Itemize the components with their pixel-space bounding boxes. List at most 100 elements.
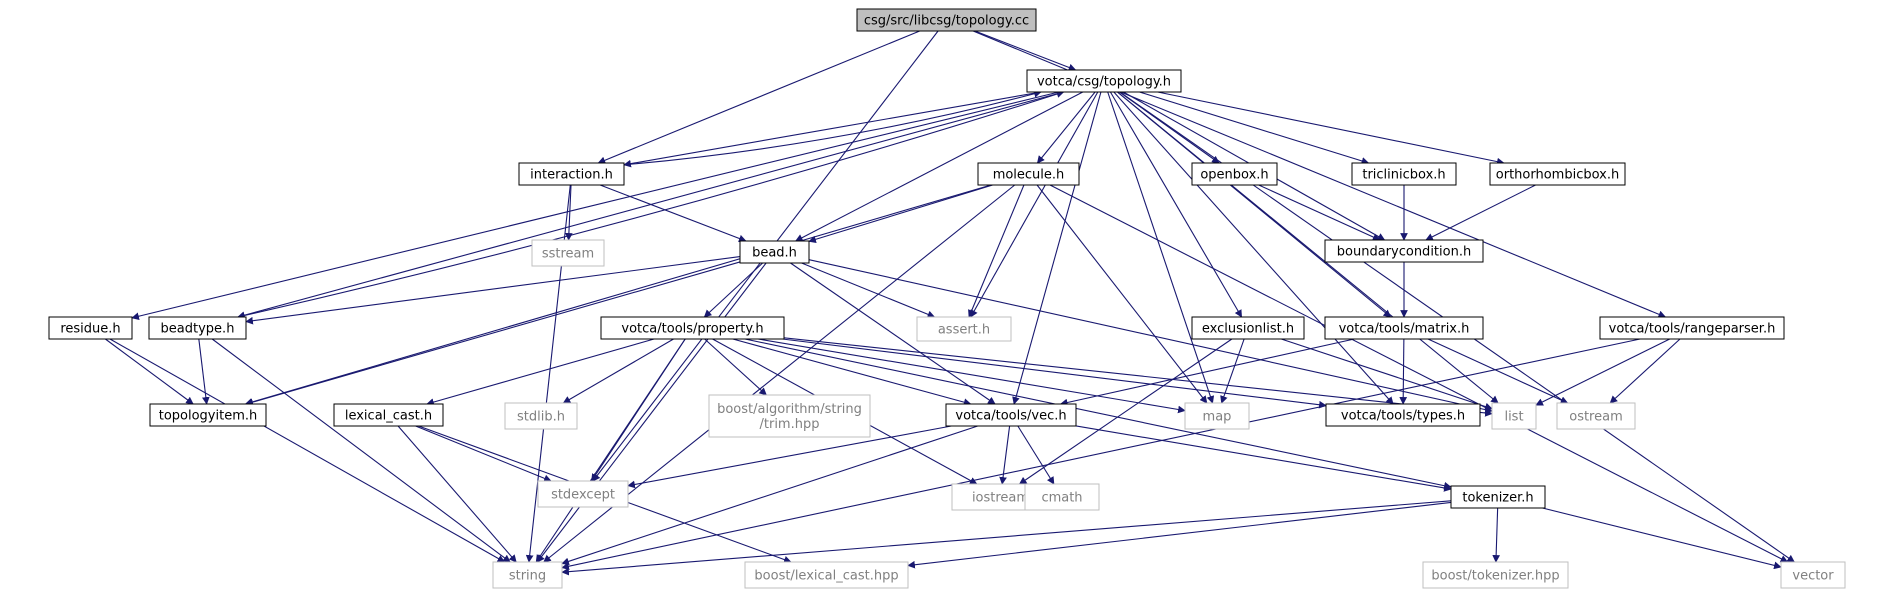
node-types[interactable]: votca/tools/types.h: [1325, 403, 1481, 427]
edge-bead-to-property: [703, 262, 764, 318]
node-box: [1325, 403, 1481, 427]
edge-topology-to-triclinicbox: [1139, 91, 1370, 165]
edge-molecule-to-assert: [968, 184, 1025, 318]
node-label: exclusionlist.h: [1202, 322, 1294, 337]
node-box: [1184, 402, 1250, 430]
edge-matrix-to-ostream: [1427, 338, 1569, 404]
node-label: tokenizer.h: [1462, 491, 1533, 506]
node-tokenizer[interactable]: tokenizer.h: [1450, 485, 1546, 509]
node-box: [945, 403, 1077, 427]
edge-topology-to-assert: [970, 91, 1099, 318]
node-root[interactable]: csg/src/libcsg/topology.cc: [856, 8, 1037, 32]
edge-topology-to-orthorhombicbox: [1157, 91, 1505, 166]
edge-property-to-types: [782, 338, 1327, 409]
edge-bead-to-beadtype: [245, 255, 741, 325]
node-box: [856, 8, 1037, 32]
node-orthorhombicbox[interactable]: orthorhombicbox.h: [1489, 162, 1626, 186]
node-bead[interactable]: bead.h: [739, 240, 810, 264]
node-triclinicbox[interactable]: triclinicbox.h: [1351, 162, 1457, 186]
edge-property-to-list: [783, 337, 1493, 417]
node-label: votca/tools/matrix.h: [1339, 322, 1470, 337]
node-box: [1489, 162, 1626, 186]
node-label: boost/lexical_cast.hpp: [754, 569, 898, 584]
edge-vec-to-cmath: [1017, 425, 1055, 485]
node-label: votca/tools/property.h: [621, 322, 763, 337]
node-label: stdexcept: [551, 488, 615, 503]
node-residue[interactable]: residue.h: [48, 316, 133, 340]
node-matrix[interactable]: votca/tools/matrix.h: [1324, 316, 1484, 340]
node-openbox[interactable]: openbox.h: [1191, 162, 1278, 186]
node-label: votca/tools/types.h: [1341, 409, 1465, 424]
node-box: [977, 162, 1080, 186]
node-box: [504, 402, 578, 430]
node-interaction[interactable]: interaction.h: [518, 162, 625, 186]
node-cmath: cmath: [1024, 483, 1100, 511]
node-label: string: [509, 569, 546, 584]
node-label: cmath: [1041, 491, 1082, 506]
node-box: [333, 403, 444, 427]
edge-lexical_cast-to-string: [397, 425, 517, 563]
edge-molecule-to-topologyitem: [244, 184, 992, 406]
edge-topology-to-residue: [131, 91, 1059, 320]
node-label: boost/tokenizer.hpp: [1431, 569, 1559, 584]
node-label: residue.h: [60, 322, 120, 337]
edge-bead-to-string: [536, 262, 767, 563]
node-box: [518, 162, 625, 186]
node-vec[interactable]: votca/tools/vec.h: [945, 403, 1077, 427]
edge-topology-to-exclusionlist: [1109, 91, 1243, 318]
edge-bead-to-assert: [801, 262, 936, 318]
node-map: map: [1184, 402, 1250, 430]
edge-tokenizer-to-lexical_cast_hpp: [907, 501, 1452, 569]
edge-rangeparser-to-list: [1535, 338, 1670, 406]
node-property[interactable]: votca/tools/property.h: [600, 316, 785, 340]
edge-matrix-to-vec: [1059, 338, 1355, 407]
node-label: topologyitem.h: [159, 409, 258, 424]
node-lexical-cast[interactable]: lexical_cast.h: [333, 403, 444, 427]
edge-tokenizer-to-string: [561, 500, 1452, 576]
node-box: [492, 561, 563, 589]
edge-vec-to-stdexcept: [627, 425, 952, 489]
node-label: ostream: [1569, 410, 1623, 425]
node-box: [48, 316, 133, 340]
node-ostream: ostream: [1556, 402, 1636, 430]
edge-rangeparser-to-ostream: [1609, 338, 1681, 404]
node-topology[interactable]: votca/csg/topology.h: [1026, 69, 1182, 93]
node-box: [1351, 162, 1457, 186]
node-stdlib: stdlib.h: [504, 402, 578, 430]
node-exclusionlist[interactable]: exclusionlist.h: [1191, 316, 1305, 340]
edge-topology-to-molecule: [1036, 91, 1096, 164]
node-box: [1191, 162, 1278, 186]
node-trim: boost/algorithm/string/trim.hpp: [708, 394, 871, 438]
edge-topology-to-interaction: [623, 91, 1042, 168]
edge-molecule-to-string: [543, 184, 1016, 563]
node-label: votca/tools/vec.h: [955, 409, 1066, 424]
node-box: [1324, 316, 1484, 340]
node-label: beadtype.h: [161, 322, 235, 337]
edge-topology-to-types: [1113, 91, 1394, 405]
node-rangeparser[interactable]: votca/tools/rangeparser.h: [1599, 316, 1785, 340]
node-label: vector: [1792, 569, 1834, 584]
node-label: /trim.hpp: [760, 417, 820, 432]
node-molecule[interactable]: molecule.h: [977, 162, 1080, 186]
node-box: [1422, 561, 1569, 589]
edge-exclusionlist-to-list: [1281, 338, 1493, 411]
edge-beadtype-to-topologyitem: [198, 338, 210, 405]
node-label: openbox.h: [1200, 168, 1268, 183]
node-label: interaction.h: [530, 168, 613, 183]
node-topologyitem[interactable]: topologyitem.h: [149, 403, 267, 427]
edges-layer: [105, 30, 1795, 576]
node-assert: assert.h: [916, 316, 1012, 342]
node-boundarycondition[interactable]: boundarycondition.h: [1324, 239, 1484, 263]
node-label: votca/tools/rangeparser.h: [1609, 322, 1776, 337]
node-box: [739, 240, 810, 264]
node-beadtype[interactable]: beadtype.h: [148, 316, 247, 340]
node-label: boost/algorithm/string: [717, 402, 862, 417]
node-label: iostream: [972, 491, 1029, 506]
edge-residue-to-string: [109, 338, 506, 563]
edge-interaction-to-topology: [623, 90, 1042, 166]
edge-property-to-trim: [704, 338, 767, 396]
edge-property-to-stdlib: [562, 338, 674, 404]
edge-vec-to-tokenizer: [1075, 425, 1452, 492]
edge-molecule-to-vector: [1049, 184, 1789, 563]
node-label: lexical_cast.h: [345, 409, 432, 424]
